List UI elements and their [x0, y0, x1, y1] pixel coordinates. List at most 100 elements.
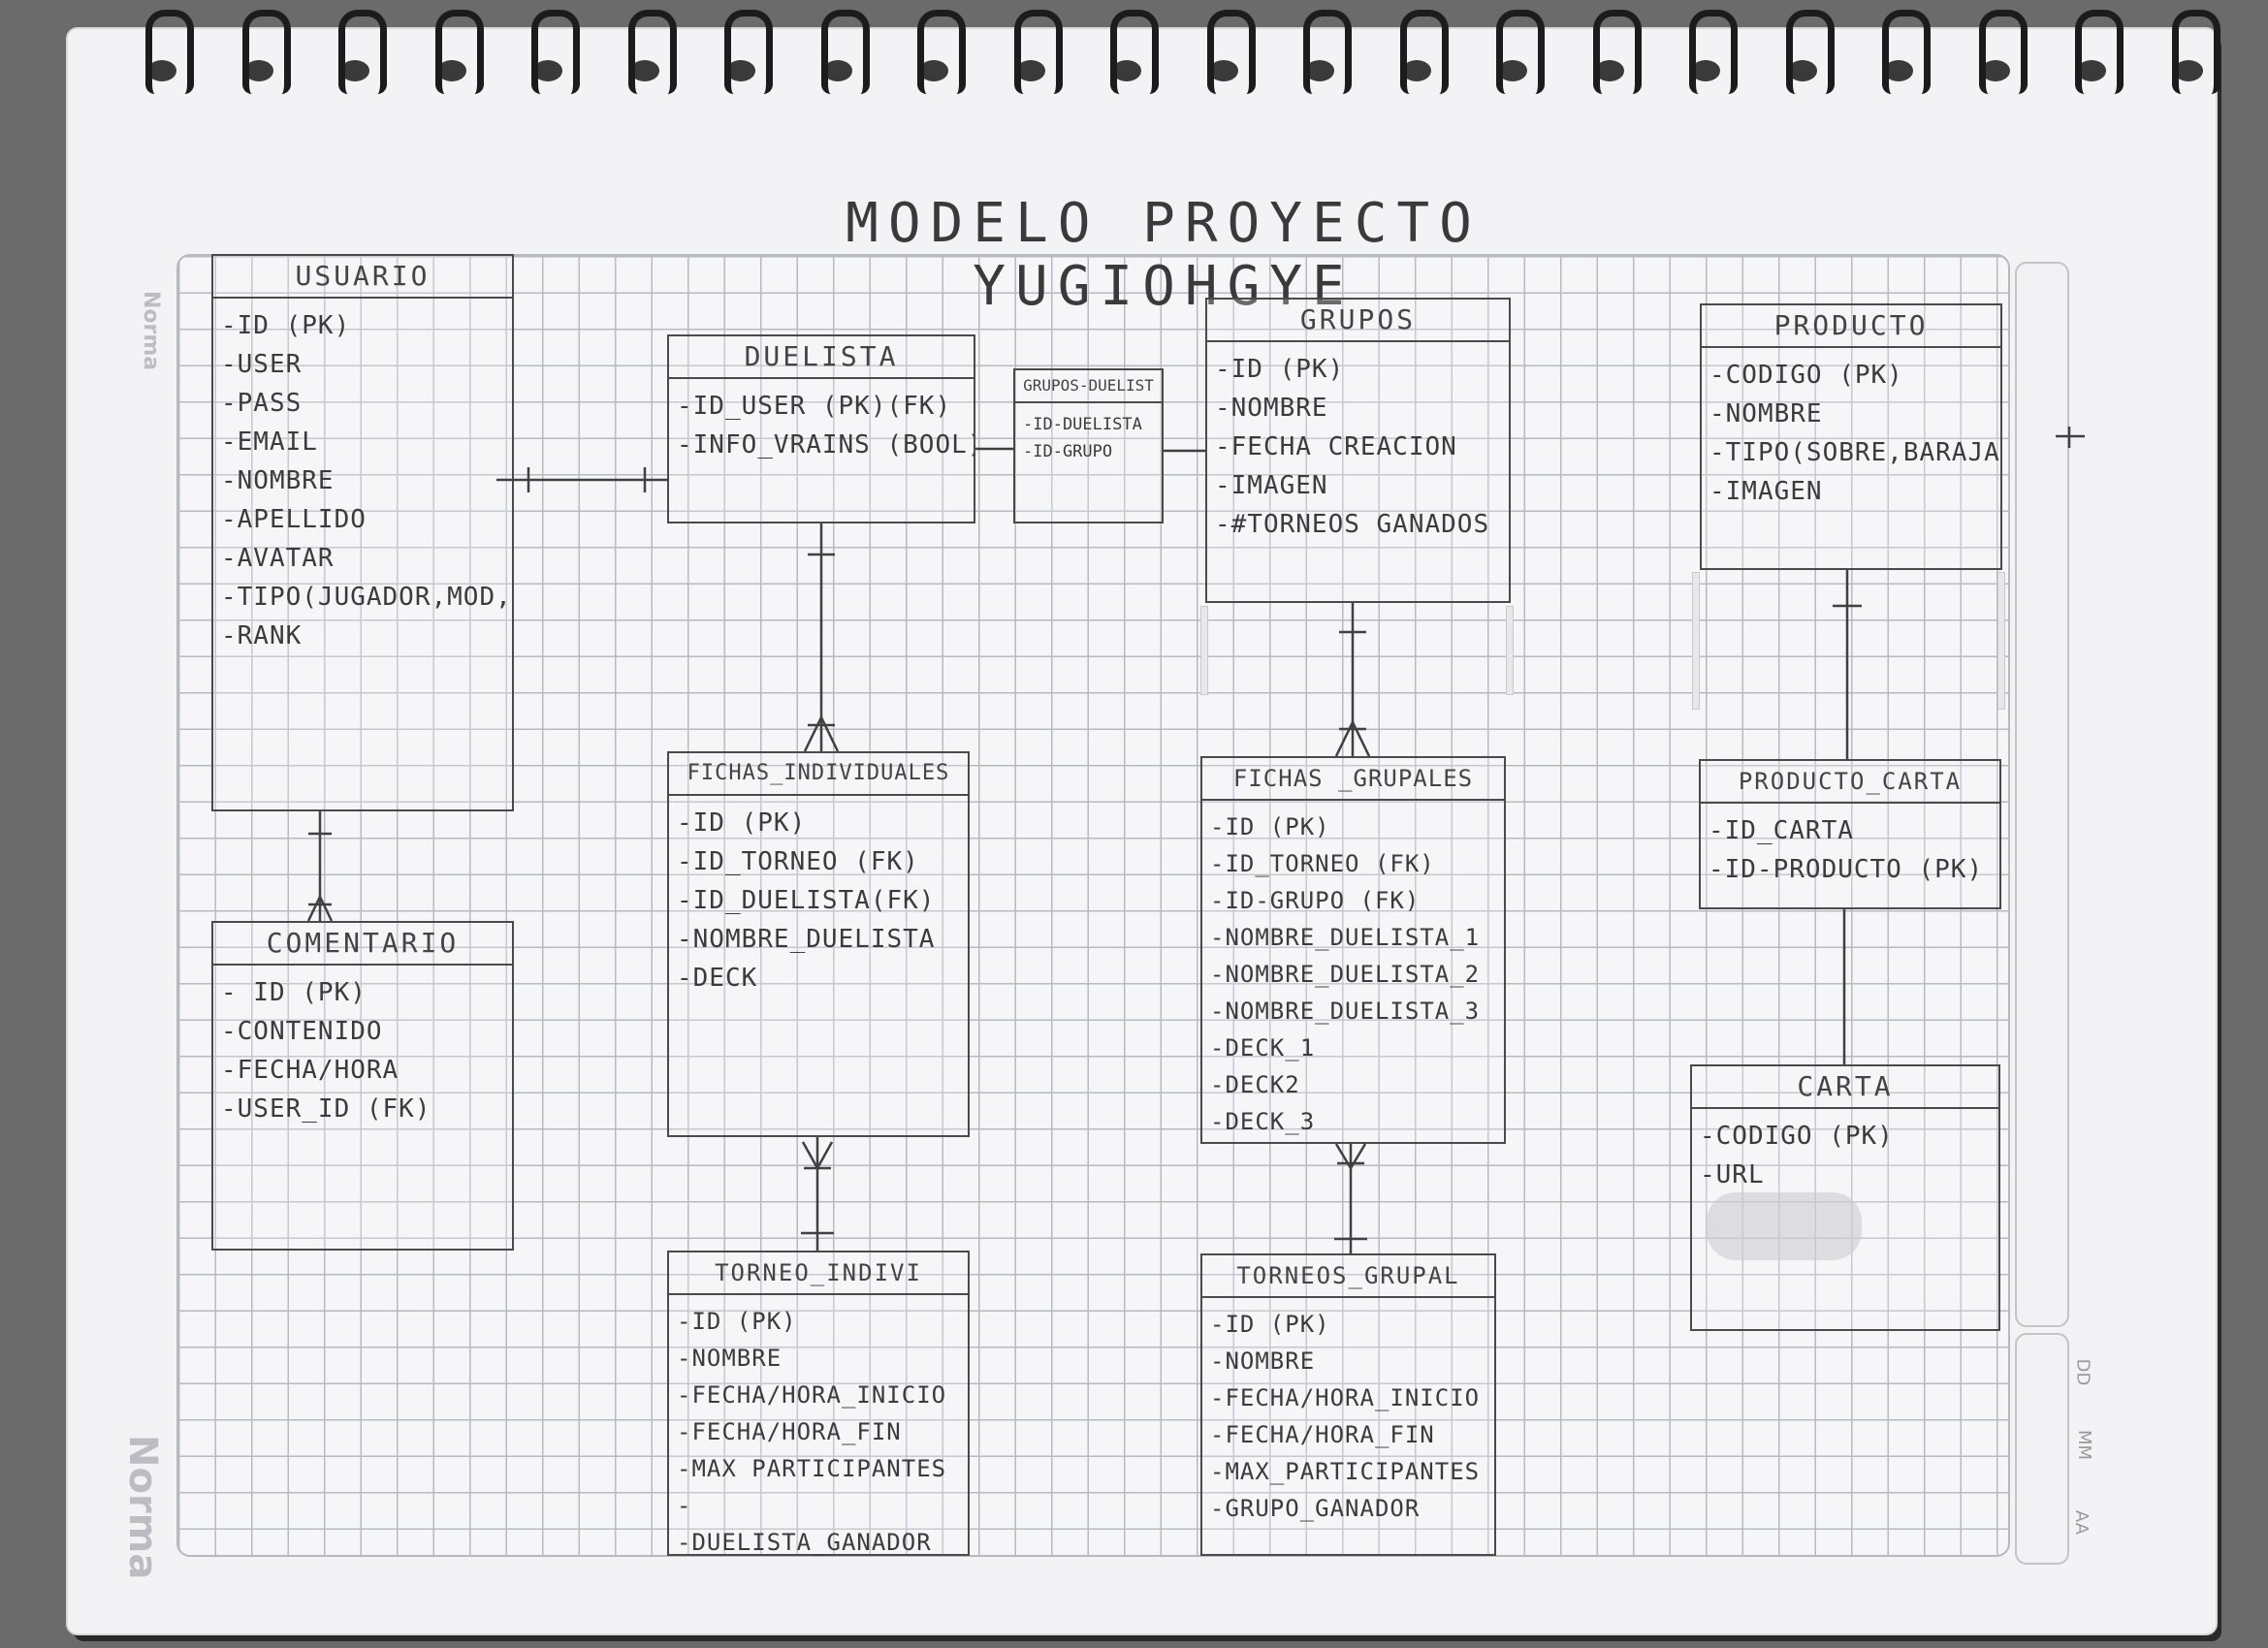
entity-attribute: -MAX_PARTICIPANTES [1210, 1458, 1481, 1485]
entity-attribute: -FECHA/HORA_INICIO [677, 1381, 947, 1409]
entity-carta-title: CARTA [1692, 1066, 1998, 1109]
entity-attribute: -ID (PK) [1210, 813, 1330, 840]
entity-attribute: -PASS [221, 389, 303, 418]
spiral-ring [724, 10, 773, 94]
entity-attribute: -ID (PK) [677, 1308, 797, 1335]
entity-torneos-grupal-title: TORNEOS_GRUPAL [1202, 1255, 1494, 1298]
spiral-ring [1978, 10, 2028, 94]
entity-attribute: -FECHA/HORA_FIN [677, 1418, 902, 1445]
entity-attribute: -IMAGEN [1709, 477, 1823, 506]
entity-fichas-grupales: FICHAS _GRUPALES -ID (PK) -ID_TORNEO (FK)… [1200, 756, 1506, 1144]
entity-usuario: USUARIO -ID (PK)-USER-PASS-EMAIL-NOMBRE-… [211, 254, 514, 811]
rel-crowfoot [1334, 719, 1371, 757]
entity-attribute: -CONTENIDO [221, 1017, 383, 1046]
entity-attribute: -ID_TORNEO (FK) [1210, 850, 1435, 877]
spiral-ring [2171, 10, 2220, 94]
spiral-ring [1013, 10, 1063, 94]
entity-carta-attrs: -CODIGO (PK) -URL [1692, 1117, 1998, 1194]
spiral-ring [1496, 10, 1545, 94]
entity-attribute: -IMAGEN [1215, 471, 1328, 500]
entity-attribute: -FECHA/HORA_INICIO [1210, 1384, 1481, 1411]
entity-attribute: -ID_USER (PK)(FK) [677, 392, 952, 421]
entity-attribute: -NOMBRE_DUELISTA [677, 925, 936, 954]
entity-comentario: COMENTARIO - ID (PK)-CONTENIDO-FECHA/HOR… [211, 921, 514, 1251]
spiral-ring [917, 10, 966, 94]
correction-mark [1200, 606, 1208, 695]
rel-crowfoot [306, 894, 334, 922]
entity-torneos-grupal: TORNEOS_GRUPAL -ID (PK) -NOMBRE -FECHA/HOR… [1200, 1253, 1496, 1556]
entity-grupos-duelist-attrs: -ID-DUELISTA -ID-GRUPO [1015, 411, 1162, 465]
entity-attribute: -ID-GRUPO [1023, 442, 1113, 461]
entity-grupos: GRUPOS -ID (PK) -NOMBRE -FECHA CREACION -IM… [1205, 298, 1511, 603]
spiral-ring [627, 10, 677, 94]
entity-fichas-grupales-title: FICHAS _GRUPALES [1202, 758, 1504, 801]
entity-fichas-individuales: FICHAS_INDIVIDUALES -ID (PK) -ID_TORNEO (… [667, 751, 970, 1137]
entity-attribute: -USER_ID (FK) [221, 1094, 431, 1124]
spiral-ring [2075, 10, 2124, 94]
entity-attribute: -ID (PK) [1215, 355, 1345, 384]
entity-attribute: -ID-DUELISTA [1023, 415, 1142, 434]
spiral-ring [1303, 10, 1352, 94]
entity-attribute: -ID (PK) [1210, 1311, 1330, 1338]
entity-attribute: -NOMBRE [1709, 399, 1823, 428]
entity-attribute: -NOMBRE_DUELISTA_1 [1210, 924, 1481, 951]
entity-grupos-title: GRUPOS [1207, 300, 1509, 342]
entity-producto-carta: PRODUCTO_CARTA -ID_CARTA-ID-PRODUCTO (PK… [1699, 759, 2001, 909]
spiral-ring [1689, 10, 1738, 94]
entity-attribute: -ID (PK) [221, 311, 351, 340]
rel-crowfoot [1334, 1143, 1367, 1171]
spiral-ring [1110, 10, 1159, 94]
entity-attribute: -APELLIDO [221, 505, 367, 534]
entity-attribute: -MAX PARTICIPANTES [677, 1455, 947, 1482]
entity-fichas-grupales-attrs: -ID (PK)-ID_TORNEO (FK)-ID-GRUPO (FK)-NO… [1202, 808, 1504, 1140]
entity-attribute: -FECHA CREACION [1215, 432, 1457, 461]
entity-grupos-duelist: GRUPOS-DUELIST -ID-DUELISTA -ID-GRUPO [1013, 368, 1164, 523]
entity-attribute: -CODIGO (PK) [1700, 1122, 1894, 1151]
spiral-ring [820, 10, 870, 94]
date-box [2015, 1333, 2069, 1565]
spiral-ring [1592, 10, 1642, 94]
entity-attribute: -NOMBRE_DUELISTA_3 [1210, 998, 1481, 1025]
entity-attribute: -NOMBRE [677, 1345, 783, 1372]
entity-attribute: -FECHA/HORA_FIN [1210, 1421, 1435, 1448]
diagram-title: MODELO PROYECTO YUGIOHGYE [846, 192, 1482, 318]
entity-attribute: -NOMBRE [1215, 394, 1328, 423]
graph-paper-grid [176, 254, 2010, 1557]
spiral-ring [1399, 10, 1449, 94]
entity-producto-carta-title: PRODUCTO_CARTA [1701, 761, 1999, 804]
correction-mark [1997, 572, 2005, 710]
entity-attribute: -URL [1700, 1160, 1765, 1189]
correction-mark [1692, 572, 1700, 710]
entity-duelista: DUELISTA -ID_USER (PK)(FK)-INFO_VRAINS (… [667, 334, 975, 523]
erased-scribble [1707, 1192, 1862, 1260]
spiral-ring [1882, 10, 1931, 94]
entity-attribute: -TIPO(SOBRE,BARAJA) [1709, 438, 2000, 467]
entity-usuario-attrs: -ID (PK)-USER-PASS-EMAIL-NOMBRE-APELLIDO… [213, 306, 512, 655]
entity-attribute: -NOMBRE [1210, 1347, 1316, 1375]
rel-crowfoot [803, 714, 840, 752]
entity-attribute: -DECK_1 [1210, 1034, 1316, 1062]
entity-producto-carta-attrs: -ID_CARTA-ID-PRODUCTO (PK) [1701, 811, 1999, 889]
entity-attribute: -RANK [221, 621, 303, 650]
entity-duelista-attrs: -ID_USER (PK)(FK)-INFO_VRAINS (BOOL) [669, 387, 974, 464]
entity-grupos-attrs: -ID (PK)-NOMBRE-FECHA CREACION-IMAGEN-#T… [1207, 350, 1509, 544]
spiral-ring [338, 10, 387, 94]
spiral-ring [1785, 10, 1835, 94]
entity-attribute: -ID (PK) [677, 808, 807, 838]
entity-fichas-individuales-title: FICHAS_INDIVIDUALES [669, 753, 968, 796]
entity-attribute: -DUELISTA_GANADOR [677, 1529, 932, 1556]
entity-attribute: -GRUPO_GANADOR [1210, 1495, 1421, 1522]
entity-attribute: -FECHA/HORA [221, 1056, 399, 1085]
entity-grupos-duelist-title: GRUPOS-DUELIST [1015, 370, 1162, 403]
entity-comentario-attrs: - ID (PK)-CONTENIDO-FECHA/HORA-USER_ID (… [213, 973, 512, 1128]
entity-duelista-title: DUELISTA [669, 336, 974, 379]
entity-attribute: -ID-PRODUCTO (PK) [1709, 855, 1984, 884]
entity-attribute: -NOMBRE_DUELISTA_2 [1210, 961, 1481, 988]
entity-torneos-grupal-attrs: -ID (PK) -NOMBRE -FECHA/HORA_INICIO -FECHA/… [1202, 1306, 1494, 1527]
entity-attribute: -ID_TORNEO (FK) [677, 847, 919, 876]
side-margin-box [2015, 262, 2069, 1327]
entity-attribute: -CODIGO (PK) [1709, 361, 1903, 390]
spiral-ring [241, 10, 291, 94]
entity-attribute: -DECK_3 [1210, 1108, 1316, 1135]
